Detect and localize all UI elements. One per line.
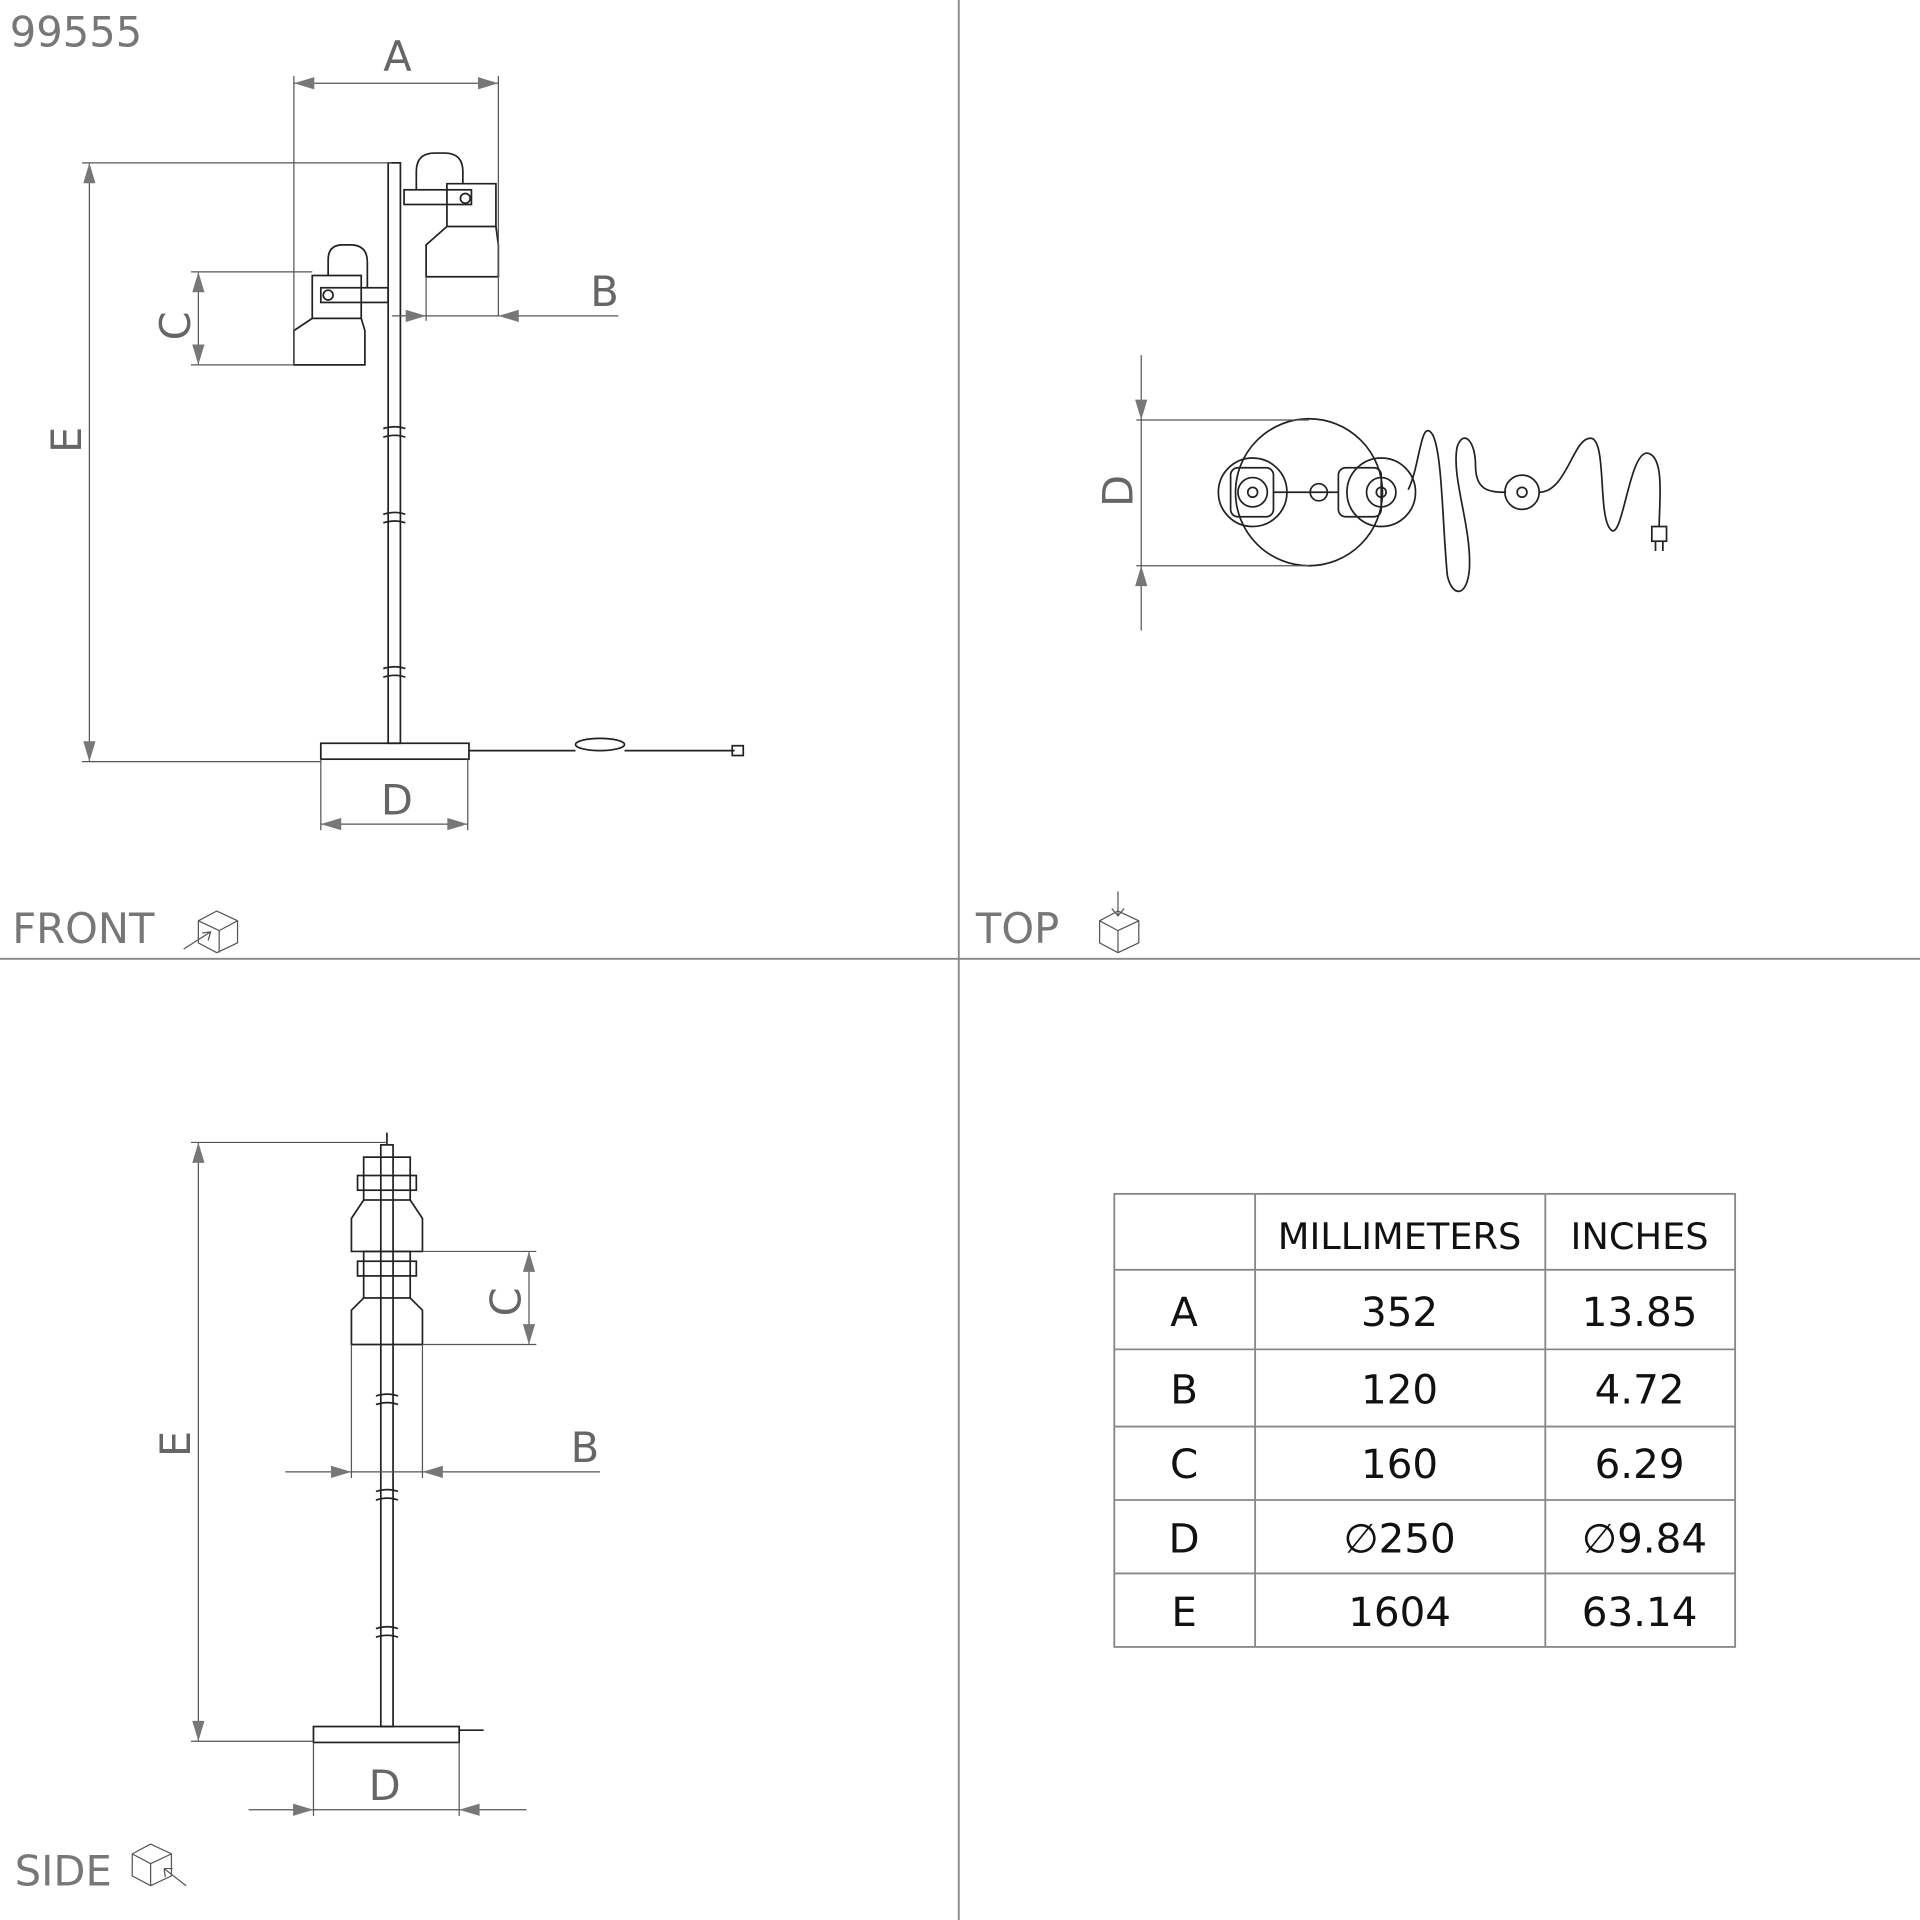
lower-lamp: [293, 244, 390, 366]
top-view: D: [1094, 355, 1668, 631]
drawing-label: ∅250: [1343, 1515, 1455, 1563]
drawing-label: C: [1170, 1440, 1198, 1488]
drawing-label: E: [1171, 1588, 1197, 1636]
drawing-label: E: [42, 427, 91, 453]
table-row: C 160 6.29: [1170, 1440, 1685, 1488]
drawing-label: 63.14: [1582, 1588, 1698, 1636]
drawing-label: A: [1170, 1288, 1198, 1336]
drawing-label: 13.85: [1582, 1288, 1698, 1336]
drawing-label: 120: [1361, 1365, 1438, 1413]
base-and-cord: [319, 737, 745, 761]
front-view-cube-icon: [183, 910, 239, 954]
drawing-label: 160: [1361, 1440, 1438, 1488]
drawing-label: D: [1094, 475, 1143, 507]
drawing-label: ∅9.84: [1582, 1515, 1707, 1563]
top-view-cube-icon: [1098, 891, 1140, 954]
pole-break-marks: [383, 425, 406, 678]
side-view: E C B D: [151, 1132, 600, 1816]
upper-lamp: [403, 152, 500, 278]
drawing-label: C: [151, 311, 200, 340]
drawing-label: E: [151, 1431, 200, 1457]
drawing-label: B: [571, 1423, 600, 1472]
drawing-label: D: [1169, 1515, 1200, 1563]
drawing-label: 6.29: [1595, 1440, 1685, 1488]
table-row: B 120 4.72: [1170, 1365, 1684, 1413]
front-view: A E C B D: [42, 32, 745, 831]
view-label-front: FRONT: [12, 904, 155, 953]
drawing-label: 352: [1361, 1288, 1438, 1336]
header-inches: INCHES: [1571, 1215, 1709, 1258]
table-row: E 1604 63.14: [1171, 1588, 1697, 1636]
product-code: 99555: [10, 8, 142, 57]
drawing-label: D: [369, 1761, 401, 1810]
view-label-top: TOP: [975, 904, 1059, 953]
drawing-label: A: [383, 32, 412, 81]
drawing-label: D: [381, 775, 413, 824]
dimension-table: MILLIMETERS INCHES A 352 13.85 B 120 4.7…: [1113, 1192, 1737, 1648]
side-view-cube-icon: [131, 1843, 187, 1887]
table-row: A 352 13.85: [1170, 1288, 1697, 1336]
drawing-label: B: [1170, 1365, 1198, 1413]
drawing-label: C: [481, 1287, 530, 1316]
drawing-label: B: [590, 267, 619, 316]
drawing-label: 4.72: [1595, 1365, 1685, 1413]
view-label-side: SIDE: [15, 1847, 112, 1896]
table-row: D ∅250 ∅9.84: [1169, 1515, 1708, 1563]
header-millimeters: MILLIMETERS: [1278, 1215, 1522, 1258]
drawing-label: 1604: [1348, 1588, 1451, 1636]
